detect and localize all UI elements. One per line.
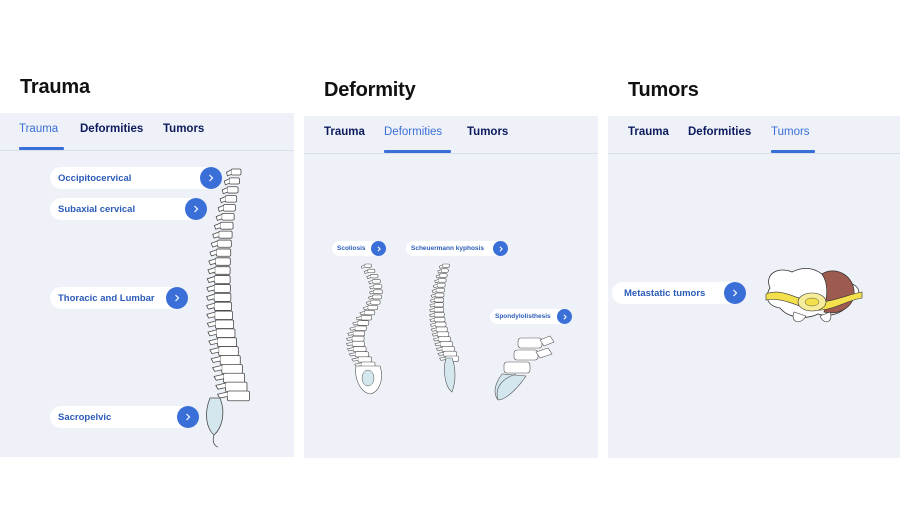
full-spine-illustration xyxy=(206,168,250,448)
active-tab-indicator xyxy=(19,147,64,150)
link-label: Scheuermann kyphosis xyxy=(411,245,484,252)
tab-tumors[interactable]: Tumors xyxy=(771,126,810,138)
tab-deformities[interactable]: Deformities xyxy=(688,126,752,138)
tumors-panel: Trauma Deformities Tumors Metastatic tum… xyxy=(608,116,900,458)
link-thoracic-and-lumbar[interactable]: Thoracic and Lumbar xyxy=(50,287,188,309)
chevron-right-icon[interactable] xyxy=(371,241,386,256)
tab-tumors[interactable]: Tumors xyxy=(163,123,205,135)
chevron-right-icon[interactable] xyxy=(166,287,188,309)
link-label: Thoracic and Lumbar xyxy=(58,292,155,304)
trauma-heading: Trauma xyxy=(20,76,90,98)
chevron-right-icon[interactable] xyxy=(724,282,746,304)
trauma-tabbar: Trauma Deformities Tumors xyxy=(0,113,294,151)
link-label: Scoliosis xyxy=(337,245,366,252)
tumors-heading: Tumors xyxy=(628,79,699,101)
chevron-right-icon[interactable] xyxy=(557,309,572,324)
link-subaxial-cervical[interactable]: Subaxial cervical xyxy=(50,198,207,220)
tab-trauma[interactable]: Trauma xyxy=(324,126,365,138)
tab-deformities[interactable]: Deformities xyxy=(384,126,443,138)
link-label: Spondylolisthesis xyxy=(495,313,551,320)
tab-trauma[interactable]: Trauma xyxy=(628,126,669,138)
chevron-right-icon[interactable] xyxy=(200,167,222,189)
link-label: Metastatic tumors xyxy=(624,287,706,299)
link-label: Sacropelvic xyxy=(58,411,112,423)
scheuermann-kyphosis-illustration xyxy=(429,263,459,393)
active-tab-indicator xyxy=(384,150,451,153)
tumors-tabbar: Trauma Deformities Tumors xyxy=(608,116,900,154)
deformity-tabbar: Trauma Deformities Tumors xyxy=(304,116,598,154)
scoliosis-spine-illustration xyxy=(345,263,383,395)
deformity-heading: Deformity xyxy=(324,79,416,101)
trauma-panel: Trauma Deformities Tumors Occipitocervic… xyxy=(0,113,294,457)
chevron-right-icon[interactable] xyxy=(493,241,508,256)
link-scoliosis[interactable]: Scoliosis xyxy=(332,241,386,256)
link-label: Subaxial cervical xyxy=(58,203,136,215)
link-metastatic-tumors[interactable]: Metastatic tumors xyxy=(612,282,746,304)
tab-trauma[interactable]: Trauma xyxy=(19,123,59,135)
link-sacropelvic[interactable]: Sacropelvic xyxy=(50,406,199,428)
link-scheuermann-kyphosis[interactable]: Scheuermann kyphosis xyxy=(406,241,508,256)
chevron-right-icon[interactable] xyxy=(177,406,199,428)
tab-tumors[interactable]: Tumors xyxy=(467,126,509,138)
active-tab-indicator xyxy=(771,150,815,153)
link-label: Occipitocervical xyxy=(58,172,132,184)
spondylolisthesis-illustration xyxy=(494,335,555,401)
chevron-right-icon[interactable] xyxy=(185,198,207,220)
vertebra-tumor-illustration xyxy=(765,268,863,323)
link-occipitocervical[interactable]: Occipitocervical xyxy=(50,167,222,189)
deformity-panel: Trauma Deformities Tumors Scoliosis Sche… xyxy=(304,116,598,458)
link-spondylolisthesis[interactable]: Spondylolisthesis xyxy=(490,309,572,324)
tab-deformities[interactable]: Deformities xyxy=(80,123,144,135)
